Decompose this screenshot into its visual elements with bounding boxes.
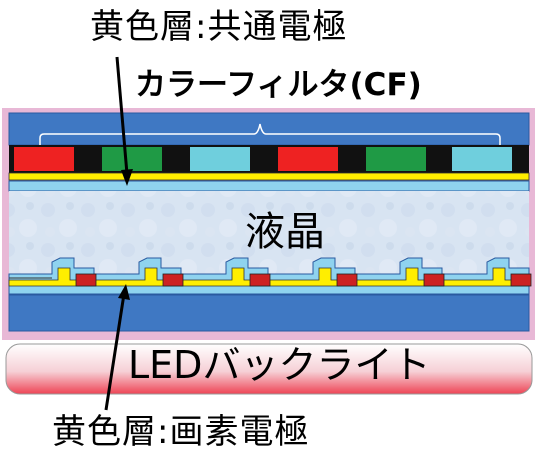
common-electrode-label: 黄色層:共通電極 bbox=[90, 7, 348, 47]
top-alignment-layer bbox=[8, 180, 530, 192]
cf-brace bbox=[39, 123, 501, 146]
top-glass bbox=[8, 112, 530, 146]
color-filter-block bbox=[190, 147, 250, 171]
tft-element bbox=[510, 273, 532, 287]
black-matrix bbox=[9, 145, 529, 173]
tft-element bbox=[423, 273, 445, 287]
arrow-to-pixel-electrode bbox=[104, 284, 130, 411]
liquid-crystal-label: 液晶 bbox=[245, 209, 325, 255]
tft-element bbox=[75, 273, 97, 287]
bottom-glass bbox=[8, 294, 530, 332]
color-filter-block bbox=[366, 147, 426, 171]
pixel-electrode-label: 黄色層:画素電極 bbox=[52, 412, 310, 452]
color-filter-block bbox=[452, 147, 512, 171]
color-filter-block bbox=[102, 147, 162, 171]
color-filters bbox=[14, 147, 512, 171]
arrow-to-common-electrode bbox=[115, 56, 133, 186]
tft-layers bbox=[8, 257, 532, 295]
color-filter-block bbox=[14, 147, 74, 171]
backlight-label: LEDバックライト bbox=[128, 343, 431, 387]
pixel-electrode bbox=[8, 267, 530, 287]
tft-element bbox=[249, 273, 271, 287]
tft-element bbox=[336, 273, 358, 287]
led-backlight bbox=[5, 343, 533, 395]
tft-element bbox=[162, 273, 184, 287]
color-filter-block bbox=[278, 147, 338, 171]
common-electrode bbox=[8, 172, 530, 181]
color-filter-label: カラーフィルタ(CF) bbox=[135, 67, 422, 103]
